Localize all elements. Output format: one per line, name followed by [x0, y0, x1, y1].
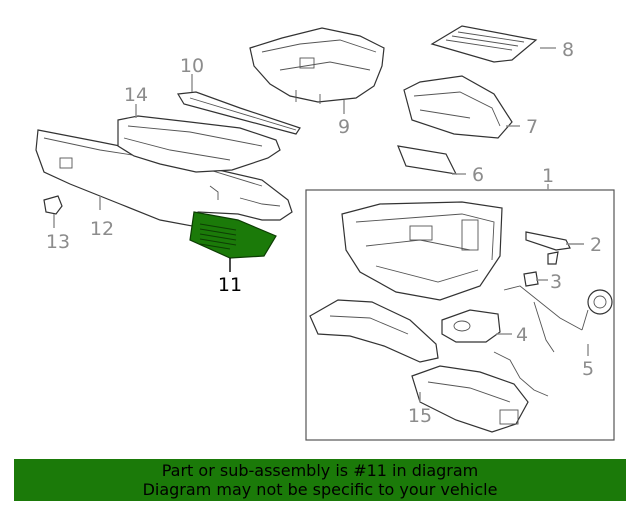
banner-line-2: Diagram may not be specific to your vehi…	[142, 480, 498, 499]
callout-14: 14	[124, 84, 148, 106]
callout-8: 8	[562, 39, 574, 61]
part-15-harness	[309, 299, 549, 433]
callout-3: 3	[550, 271, 562, 293]
part-14-top-trim	[117, 115, 281, 173]
callout-15: 15	[408, 405, 432, 427]
callout-11: 11	[218, 274, 242, 296]
part-10-trim-strip	[177, 91, 301, 135]
callout-13: 13	[46, 231, 70, 253]
part-13-clip	[43, 195, 63, 215]
part-8-mat	[430, 25, 538, 63]
callout-1: 1	[542, 165, 554, 187]
part-4-actuator	[441, 309, 501, 343]
callout-9: 9	[338, 116, 350, 138]
part-7-tray	[403, 75, 513, 139]
part-3-grommet	[523, 271, 539, 287]
callout-2: 2	[590, 234, 602, 256]
part-5-cable	[503, 285, 613, 353]
part-1-frame	[341, 201, 503, 301]
parts-diagram: 1 2 3 4 5 6 7 8 9 10 11 12 13 14 15	[35, 25, 615, 441]
banner-line-1: Part or sub-assembly is #11 in diagram	[161, 461, 479, 480]
part-6-pad	[397, 145, 458, 175]
part-2-pin	[525, 231, 571, 265]
sub-assembly-box	[305, 189, 615, 441]
leader-lines	[53, 47, 589, 402]
callout-7: 7	[526, 116, 538, 138]
callout-4: 4	[516, 324, 528, 346]
callout-10: 10	[180, 55, 204, 77]
callout-12: 12	[90, 218, 114, 240]
part-11-highlighted-panel	[189, 211, 277, 259]
info-banner: Part or sub-assembly is #11 in diagram D…	[14, 459, 626, 501]
callout-6: 6	[472, 164, 484, 186]
callout-5: 5	[582, 358, 594, 380]
part-9-bracket	[249, 27, 385, 104]
